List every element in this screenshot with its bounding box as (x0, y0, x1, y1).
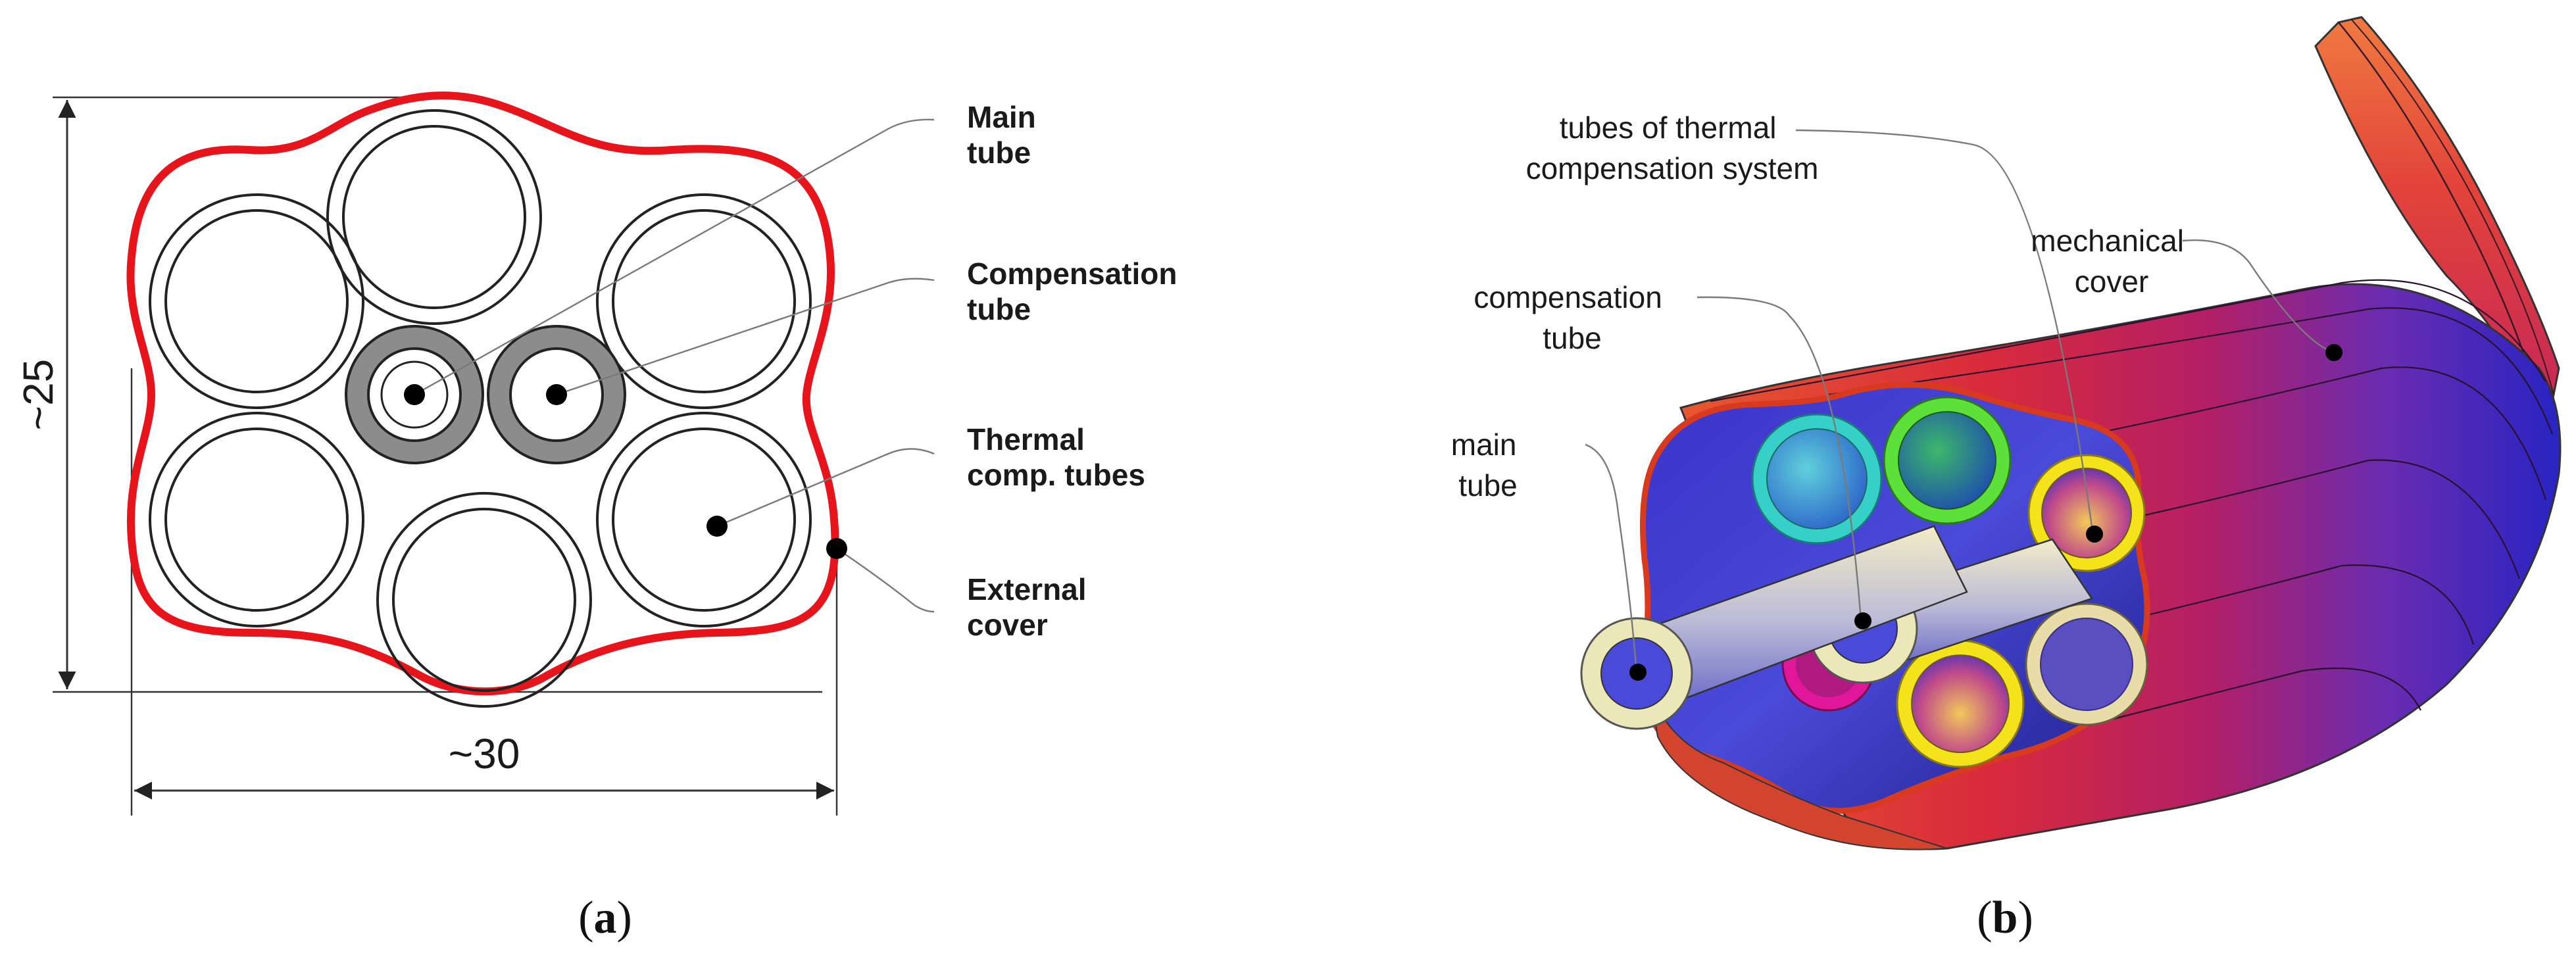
inner-tube-yellow-right (2027, 454, 2146, 572)
dot-compensation-tube (546, 384, 567, 405)
label-main-tube: Main tube (967, 100, 1045, 170)
thermal-tube-bottom (376, 492, 592, 708)
panel-a: ~25 ~30 (14, 91, 1185, 943)
cable-tail-seam-2 (2351, 19, 2554, 395)
caption-a: (a) (578, 893, 632, 943)
leader-compensation-tube-b (1697, 296, 1863, 629)
panel-b: tubes of thermal compensation system mec… (1451, 16, 2562, 943)
dot-main-tube (404, 384, 425, 405)
inner-tube-green (1883, 396, 2012, 525)
external-cover-outline (126, 91, 839, 696)
dot-compensation-tube-b (1854, 612, 1871, 629)
thermal-tube-top (326, 109, 542, 325)
height-dimension-label: ~25 (14, 359, 62, 431)
width-dimension-label: ~30 (449, 730, 520, 777)
cover-seams (1710, 279, 2554, 777)
label-tubes-of-thermal: tubes of thermal compensation system (1526, 110, 1819, 185)
dot-tubes-of-thermal (2086, 526, 2103, 543)
label-compensation-tube: Compensation tube (967, 257, 1185, 326)
thermal-tube-lower-right (596, 412, 812, 627)
leader-compensation-tube (556, 278, 935, 396)
thermal-tube-upper-right (596, 193, 812, 409)
thermal-tube-lower-left (149, 412, 364, 627)
label-main-tube-b: main tube (1451, 428, 1525, 502)
label-mechanical-cover: mechanical cover (2031, 224, 2192, 299)
dot-main-tube-b (1629, 664, 1647, 681)
leader-external-cover (836, 548, 935, 613)
inner-tube-cream-right (2025, 602, 2148, 726)
thermal-comp-tubes (149, 109, 812, 708)
dot-mechanical-cover (2325, 344, 2342, 361)
leader-main-tube-b (1585, 443, 1638, 674)
dot-external-cover (826, 538, 847, 559)
leader-thermal-comp-tubes (716, 448, 935, 527)
label-external-cover: External cover (967, 572, 1095, 642)
leader-mechanical-cover (2182, 239, 2335, 354)
leader-main-tube (414, 118, 935, 396)
label-thermal-comp-tubes: Thermal comp. tubes (967, 422, 1145, 492)
thermal-tube-upper-left (149, 193, 364, 409)
inner-tube-yellow-bottom (1896, 639, 2025, 768)
caption-b: (b) (1977, 893, 2033, 943)
inner-thermal-tubes (1751, 396, 2148, 768)
label-compensation-tube-b: compensation tube (1474, 280, 1670, 355)
dot-thermal-comp-tube (706, 516, 728, 537)
cover-lower-wall (1644, 657, 1948, 850)
leader-tubes-of-thermal (1795, 129, 2093, 527)
inner-tube-cyan (1751, 413, 1883, 545)
